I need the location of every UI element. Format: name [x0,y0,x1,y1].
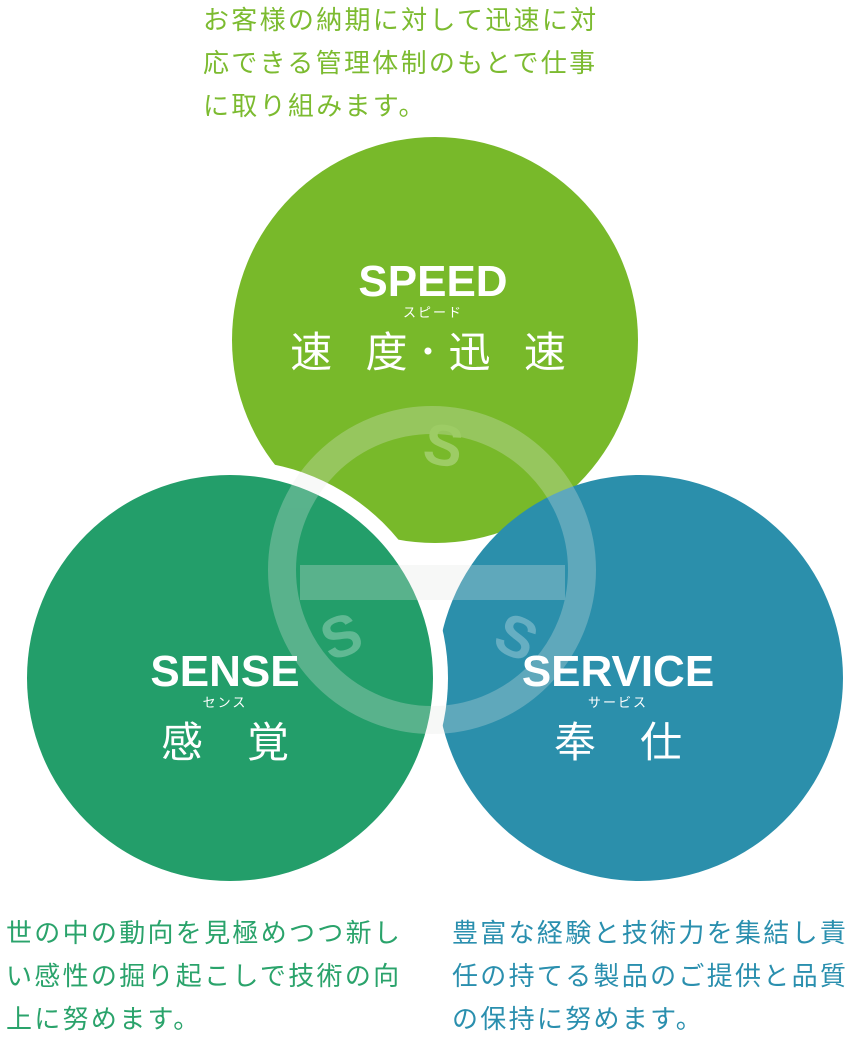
speed-label: SPEED スピード 速 度･迅 速 [283,258,583,378]
sense-circle [27,475,433,881]
sense-kana: センス [202,696,248,711]
speed-kanji: 速 度･迅 速 [290,328,576,377]
logo-watermark: S S S [268,406,596,734]
service-kanji: 奉仕 [553,718,726,767]
sense-description-line: 上に努めます。 [6,1005,202,1035]
sense-label: SENSE センス 感覚 [75,648,375,768]
speed-description: お客様の納期に対して迅速に対 応できる管理体制のもとで仕事 に取り組みます。 [203,0,598,129]
service-title: SERVICE [521,647,715,696]
sense-kanji: 感覚 [160,718,333,767]
sense-description: 世の中の動向を見極めつつ新し い感性の掘り起こしで技術の向 上に努めます。 [6,913,402,1042]
speed-description-line: 応できる管理体制のもとで仕事 [203,49,598,79]
speed-kana: スピード [402,306,463,321]
service-description-line: の保持に努めます。 [452,1005,705,1035]
service-kana: サービス [587,696,648,711]
service-description: 豊富な経験と技術力を集結し責 任の持てる製品のご提供と品質 の保持に努めます。 [452,913,848,1042]
service-label: SERVICE サービス 奉仕 [468,648,768,768]
speed-title: SPEED [358,257,508,306]
service-description-line: 豊富な経験と技術力を集結し責 [452,919,849,949]
service-circle [437,475,843,881]
speed-description-line: に取り組みます。 [203,92,427,122]
sense-description-line: 世の中の動向を見極めつつ新し [6,919,403,949]
sense-title: SENSE [150,647,300,696]
speed-description-line: お客様の納期に対して迅速に対 [203,6,599,36]
service-description-line: 任の持てる製品のご提供と品質 [452,962,849,992]
sense-description-line: い感性の掘り起こしで技術の向 [6,962,402,992]
speed-circle [232,137,638,543]
